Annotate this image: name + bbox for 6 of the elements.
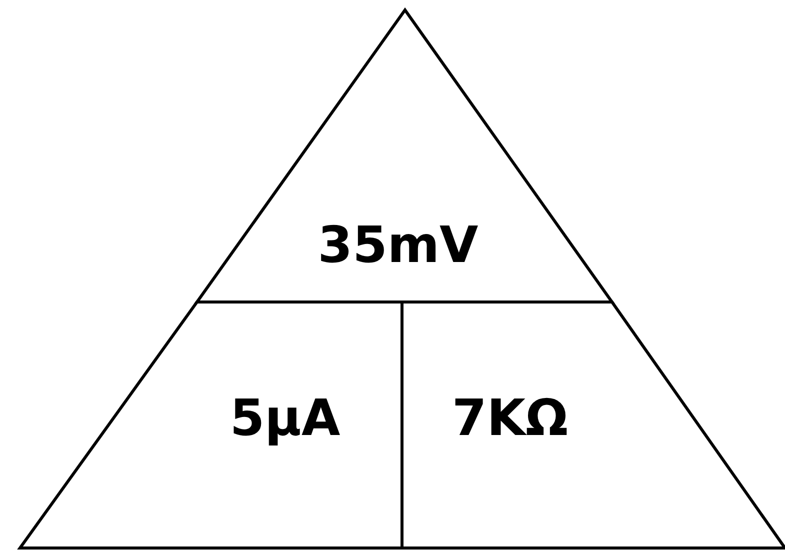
quantity-value: 35mV (318, 220, 478, 270)
triangle-section (197, 10, 612, 302)
quantity-value: 5µA (230, 393, 340, 443)
quantity-value: 7KΩ (452, 393, 568, 443)
triangle-section (402, 302, 785, 548)
triangle-section (20, 302, 402, 548)
